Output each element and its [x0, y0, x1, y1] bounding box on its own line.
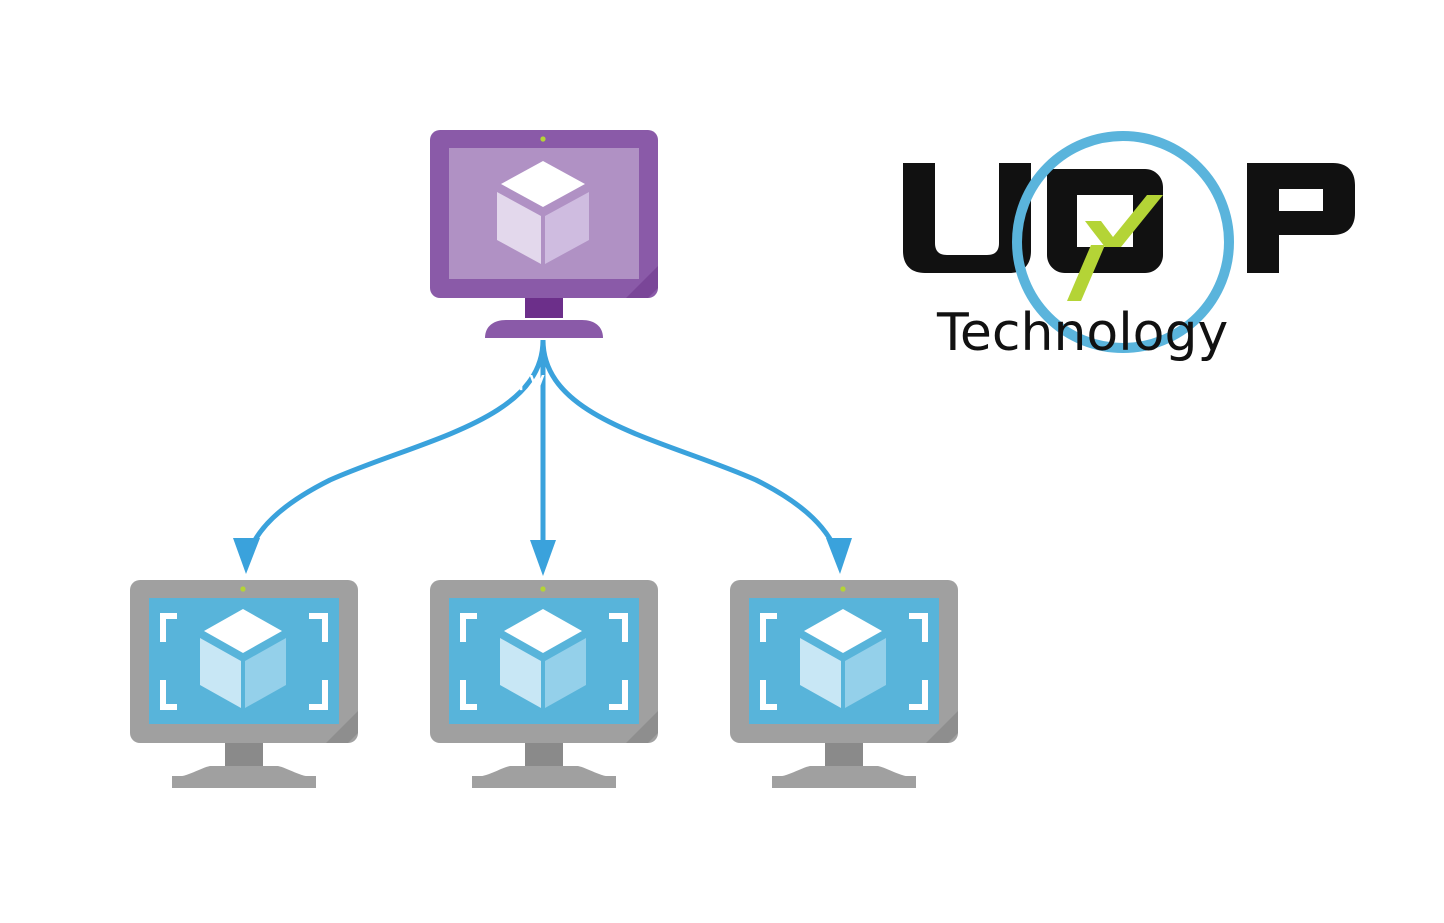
target-vm-monitor [130, 580, 358, 790]
virtual-machine-scale-icon [130, 580, 358, 788]
virtual-machine-scale-icon [730, 580, 958, 788]
logo-tagline: Technology [936, 303, 1228, 363]
virtual-machine-scale-icon [430, 580, 658, 788]
target-vm-monitor [430, 580, 658, 790]
arrow-to-right-node [540, 339, 843, 561]
udp-logo-graphic: Technology [903, 131, 1355, 363]
arrowhead-right [826, 538, 852, 574]
arrowhead-center [530, 540, 556, 576]
source-node-label: erv [500, 364, 546, 397]
udp-technology-logo: Technology [895, 125, 1365, 365]
arrow-to-left-node [243, 339, 546, 561]
virtual-machine-icon [430, 130, 658, 338]
target-vm-monitor [730, 580, 958, 790]
source-vm-monitor [430, 130, 658, 340]
arrowhead-left [233, 538, 260, 574]
